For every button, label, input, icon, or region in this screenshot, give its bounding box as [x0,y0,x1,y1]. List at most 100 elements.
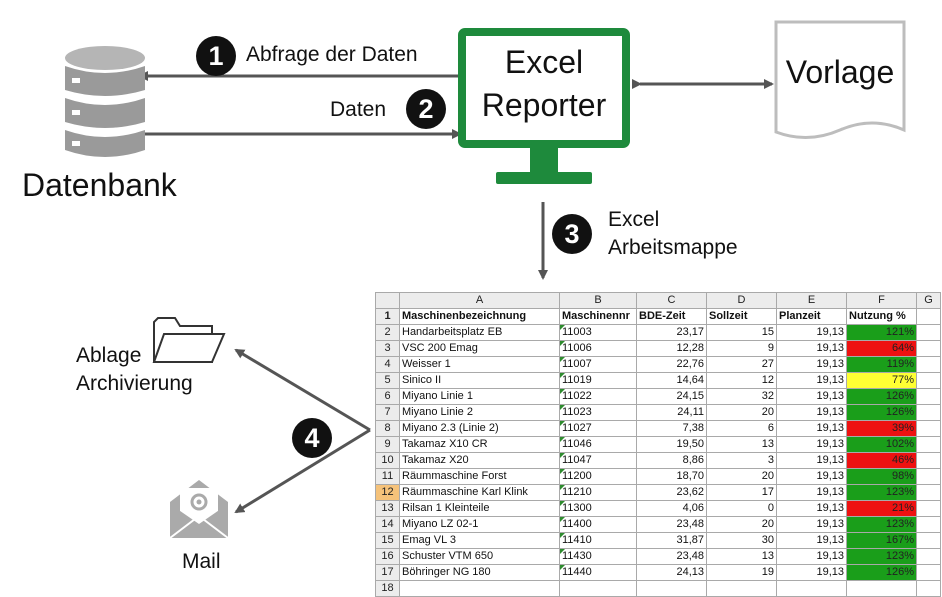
machine-name-cell[interactable]: Takamaz X10 CR [399,436,560,453]
row-number[interactable]: 15 [375,532,400,549]
bde-time-cell[interactable]: 14,64 [636,372,707,389]
machine-number-cell[interactable]: 11430 [559,548,637,565]
machine-number-cell[interactable]: 11410 [559,532,637,549]
bde-time-cell[interactable]: 12,28 [636,340,707,357]
machine-name-cell[interactable]: Weisser 1 [399,356,560,373]
machine-name-cell[interactable]: Sinico II [399,372,560,389]
plan-time-cell[interactable]: 19,13 [776,388,847,405]
machine-name-cell[interactable]: Räummaschine Forst [399,468,560,485]
bde-time-cell[interactable]: 24,13 [636,564,707,581]
plan-time-cell[interactable]: 19,13 [776,532,847,549]
row-number[interactable]: 17 [375,564,400,581]
bde-time-cell[interactable]: 18,70 [636,468,707,485]
empty-cell[interactable] [916,516,941,533]
target-time-cell[interactable]: 12 [706,372,777,389]
machine-number-cell[interactable]: 11210 [559,484,637,501]
empty-cell[interactable] [916,468,941,485]
column-header[interactable]: B [559,292,637,309]
utilization-cell[interactable]: 39% [846,420,917,437]
target-time-cell[interactable]: 19 [706,564,777,581]
row-number[interactable]: 16 [375,548,400,565]
target-time-cell[interactable]: 6 [706,420,777,437]
bde-time-cell[interactable]: 22,76 [636,356,707,373]
plan-time-cell[interactable]: 19,13 [776,340,847,357]
utilization-cell[interactable]: 119% [846,356,917,373]
machine-number-cell[interactable]: 11022 [559,388,637,405]
target-time-cell[interactable]: 17 [706,484,777,501]
bde-time-cell[interactable]: 23,48 [636,548,707,565]
machine-name-cell[interactable]: Rilsan 1 Kleinteile [399,500,560,517]
utilization-cell[interactable]: 102% [846,436,917,453]
utilization-cell[interactable]: 77% [846,372,917,389]
utilization-cell[interactable]: 123% [846,548,917,565]
utilization-cell[interactable]: 98% [846,468,917,485]
machine-name-cell[interactable]: VSC 200 Emag [399,340,560,357]
empty-cell[interactable] [916,452,941,469]
machine-name-cell[interactable]: Räummaschine Karl Klink [399,484,560,501]
machine-name-cell[interactable]: Emag VL 3 [399,532,560,549]
machine-number-cell[interactable]: 11027 [559,420,637,437]
plan-time-cell[interactable]: 19,13 [776,404,847,421]
machine-number-cell[interactable]: 11046 [559,436,637,453]
target-time-cell[interactable]: 0 [706,500,777,517]
bde-time-cell[interactable]: 24,11 [636,404,707,421]
column-header[interactable]: F [846,292,917,309]
row-number[interactable]: 7 [375,404,400,421]
utilization-cell[interactable]: 123% [846,484,917,501]
row-number[interactable]: 8 [375,420,400,437]
target-time-cell[interactable]: 3 [706,452,777,469]
utilization-cell[interactable]: 46% [846,452,917,469]
row-number[interactable]: 5 [375,372,400,389]
empty-cell[interactable] [399,580,560,597]
empty-cell[interactable] [916,580,941,597]
machine-number-cell[interactable]: 11007 [559,356,637,373]
utilization-cell[interactable]: 126% [846,564,917,581]
empty-cell[interactable] [916,532,941,549]
machine-number-cell[interactable]: 11003 [559,324,637,341]
machine-number-cell[interactable]: 11023 [559,404,637,421]
plan-time-cell[interactable]: 19,13 [776,356,847,373]
empty-cell[interactable] [916,436,941,453]
empty-cell[interactable] [706,580,777,597]
empty-cell[interactable] [916,404,941,421]
row-number[interactable]: 4 [375,356,400,373]
plan-time-cell[interactable]: 19,13 [776,516,847,533]
header-cell[interactable]: Sollzeit [706,308,777,325]
empty-cell[interactable] [636,580,707,597]
row-number[interactable]: 2 [375,324,400,341]
row-number[interactable]: 11 [375,468,400,485]
machine-number-cell[interactable]: 11019 [559,372,637,389]
empty-cell[interactable] [916,372,941,389]
row-number[interactable]: 14 [375,516,400,533]
row-number[interactable]: 18 [375,580,400,597]
utilization-cell[interactable]: 126% [846,388,917,405]
utilization-cell[interactable]: 167% [846,532,917,549]
machine-number-cell[interactable]: 11440 [559,564,637,581]
bde-time-cell[interactable]: 4,06 [636,500,707,517]
target-time-cell[interactable]: 20 [706,516,777,533]
target-time-cell[interactable]: 20 [706,404,777,421]
header-cell[interactable]: BDE-Zeit [636,308,707,325]
machine-name-cell[interactable]: Handarbeitsplatz EB [399,324,560,341]
target-time-cell[interactable]: 13 [706,548,777,565]
row-number[interactable]: 6 [375,388,400,405]
target-time-cell[interactable]: 30 [706,532,777,549]
target-time-cell[interactable]: 13 [706,436,777,453]
column-header[interactable]: G [916,292,941,309]
bde-time-cell[interactable]: 7,38 [636,420,707,437]
machine-name-cell[interactable]: Miyano 2.3 (Linie 2) [399,420,560,437]
column-header[interactable]: A [399,292,560,309]
row-number[interactable]: 12 [375,484,400,501]
machine-number-cell[interactable]: 11300 [559,500,637,517]
utilization-cell[interactable]: 64% [846,340,917,357]
empty-cell[interactable] [916,564,941,581]
target-time-cell[interactable]: 15 [706,324,777,341]
empty-cell[interactable] [916,484,941,501]
plan-time-cell[interactable]: 19,13 [776,468,847,485]
machine-number-cell[interactable]: 11006 [559,340,637,357]
bde-time-cell[interactable]: 8,86 [636,452,707,469]
empty-cell[interactable] [916,324,941,341]
utilization-cell[interactable]: 123% [846,516,917,533]
header-cell[interactable]: Maschinenbezeichnung [399,308,560,325]
utilization-cell[interactable]: 21% [846,500,917,517]
